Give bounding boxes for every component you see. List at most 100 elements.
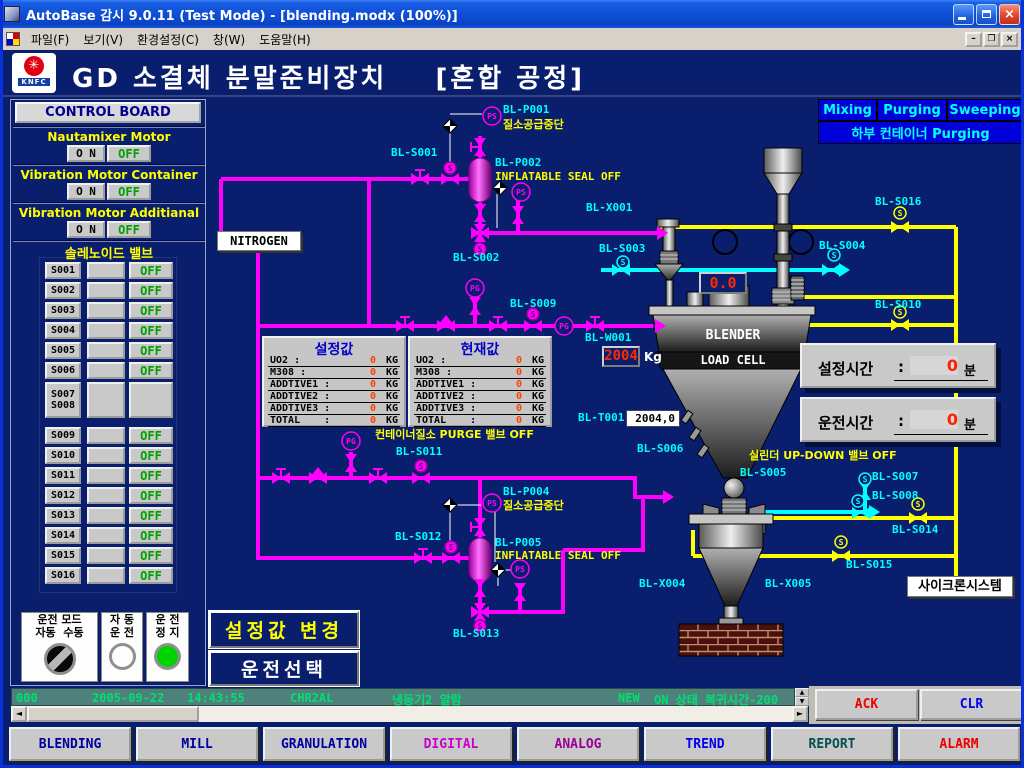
motor-on-button[interactable]: O N bbox=[67, 183, 105, 200]
scrollbar-thumb[interactable] bbox=[27, 706, 199, 722]
solenoid-state-button[interactable]: OFF bbox=[129, 427, 173, 444]
motor-on-button[interactable]: O N bbox=[67, 221, 105, 238]
solenoid-blank-button[interactable] bbox=[87, 342, 125, 359]
solenoid-state-button[interactable]: OFF bbox=[129, 262, 173, 279]
valve[interactable] bbox=[832, 550, 850, 562]
minimize-button[interactable] bbox=[953, 3, 974, 25]
valve[interactable] bbox=[514, 583, 526, 601]
valve[interactable] bbox=[474, 579, 486, 597]
spinner-down-button[interactable]: ▼ bbox=[795, 697, 809, 706]
solenoid-name-button[interactable]: S001 bbox=[45, 262, 81, 279]
white-lamp[interactable] bbox=[108, 643, 136, 670]
solenoid-blank-button[interactable] bbox=[87, 302, 125, 319]
motor-state-button[interactable]: OFF bbox=[107, 145, 151, 162]
valve[interactable] bbox=[369, 468, 387, 484]
spinner-up-button[interactable]: ▲ bbox=[795, 688, 809, 697]
nav-mill[interactable]: MILL bbox=[136, 727, 258, 761]
mdi-close-button[interactable]: × bbox=[1001, 31, 1018, 47]
valve[interactable] bbox=[891, 221, 909, 233]
solenoid-name-button[interactable]: S016 bbox=[45, 567, 81, 584]
menu-item-2[interactable]: 환경설정(C) bbox=[137, 32, 199, 47]
solenoid-name-button[interactable]: S006 bbox=[45, 362, 81, 379]
valve[interactable] bbox=[852, 507, 870, 519]
solenoid-name-button[interactable]: S011 bbox=[45, 467, 81, 484]
solenoid-state-button[interactable]: OFF bbox=[129, 362, 173, 379]
motor-state-button[interactable]: OFF bbox=[107, 183, 151, 200]
solenoid-blank-button[interactable] bbox=[87, 547, 125, 564]
solenoid-blank-button[interactable] bbox=[87, 567, 125, 584]
solenoid-state-button[interactable]: OFF bbox=[129, 527, 173, 544]
nav-alarm[interactable]: ALARM bbox=[898, 727, 1020, 761]
menu-item-3[interactable]: 창(W) bbox=[212, 32, 246, 47]
valve[interactable] bbox=[524, 320, 542, 332]
valve[interactable] bbox=[469, 297, 481, 315]
green-lamp[interactable] bbox=[154, 643, 181, 670]
maximize-button[interactable] bbox=[976, 3, 997, 25]
valve[interactable] bbox=[272, 468, 290, 484]
solenoid-name-button[interactable]: S004 bbox=[45, 322, 81, 339]
solenoid-blank-button[interactable] bbox=[87, 382, 125, 418]
close-button[interactable]: × bbox=[999, 3, 1020, 25]
solenoid-state-button[interactable]: OFF bbox=[129, 467, 173, 484]
nav-trend[interactable]: TREND bbox=[644, 727, 766, 761]
valve[interactable] bbox=[470, 138, 486, 156]
solenoid-name-button[interactable]: S013 bbox=[45, 507, 81, 524]
solenoid-blank-button[interactable] bbox=[87, 467, 125, 484]
solenoid-name-button[interactable]: S003 bbox=[45, 302, 81, 319]
valve[interactable] bbox=[442, 552, 460, 564]
solenoid-state-button[interactable]: OFF bbox=[129, 547, 173, 564]
solenoid-name-button[interactable]: S002 bbox=[45, 282, 81, 299]
valve[interactable] bbox=[489, 316, 507, 332]
solenoid-name-button[interactable]: S015 bbox=[45, 547, 81, 564]
horizontal-scrollbar[interactable]: ◄ ► bbox=[11, 706, 808, 722]
valve[interactable] bbox=[309, 467, 327, 484]
selector-lamp[interactable] bbox=[43, 643, 76, 675]
nav-report[interactable]: REPORT bbox=[771, 727, 893, 761]
valve[interactable] bbox=[512, 206, 524, 224]
nav-analog[interactable]: ANALOG bbox=[517, 727, 639, 761]
solenoid-blank-button[interactable] bbox=[87, 447, 125, 464]
solenoid-state-button[interactable]: OFF bbox=[129, 282, 173, 299]
valve[interactable] bbox=[909, 512, 927, 524]
menu-item-1[interactable]: 보기(V) bbox=[83, 32, 124, 47]
scroll-left-button[interactable]: ◄ bbox=[11, 706, 27, 722]
solenoid-name-button[interactable]: S009 bbox=[45, 427, 81, 444]
solenoid-name-button[interactable]: S005 bbox=[45, 342, 81, 359]
solenoid-state-button[interactable]: OFF bbox=[129, 342, 173, 359]
scroll-right-button[interactable]: ► bbox=[792, 706, 808, 722]
valve[interactable] bbox=[414, 548, 432, 564]
solenoid-blank-button[interactable] bbox=[87, 507, 125, 524]
solenoid-name-button[interactable]: S014 bbox=[45, 527, 81, 544]
valve[interactable] bbox=[612, 264, 630, 276]
valve[interactable] bbox=[441, 173, 459, 185]
nav-granulation[interactable]: GRANULATION bbox=[263, 727, 385, 761]
solenoid-blank-button[interactable] bbox=[87, 262, 125, 279]
solenoid-blank-button[interactable] bbox=[87, 362, 125, 379]
ack-button[interactable]: ACK bbox=[815, 689, 918, 720]
valve[interactable] bbox=[891, 319, 909, 331]
mdi-restore-button[interactable]: ❐ bbox=[983, 31, 1000, 47]
valve[interactable] bbox=[470, 518, 486, 536]
valve[interactable] bbox=[471, 224, 489, 242]
solenoid-state-button[interactable]: OFF bbox=[129, 567, 173, 584]
menu-item-0[interactable]: 파일(F) bbox=[31, 32, 70, 47]
solenoid-blank-button[interactable] bbox=[87, 282, 125, 299]
nav-digital[interactable]: DIGITAL bbox=[390, 727, 512, 761]
solenoid-blank-button[interactable] bbox=[87, 527, 125, 544]
valve[interactable] bbox=[412, 472, 430, 484]
solenoid-name-button[interactable]: S010 bbox=[45, 447, 81, 464]
operation-select-button[interactable]: 운전선택 bbox=[208, 650, 360, 687]
nav-blending[interactable]: BLENDING bbox=[9, 727, 131, 761]
menu-item-4[interactable]: 도움말(H) bbox=[259, 32, 311, 47]
solenoid-blank-button[interactable] bbox=[87, 322, 125, 339]
valve[interactable] bbox=[345, 454, 357, 472]
solenoid-state-button[interactable]: OFF bbox=[129, 322, 173, 339]
motor-on-button[interactable]: O N bbox=[67, 145, 105, 162]
clr-button[interactable]: CLR bbox=[920, 689, 1021, 720]
valve[interactable] bbox=[396, 316, 414, 332]
mdi-minimize-button[interactable]: – bbox=[965, 31, 982, 47]
solenoid-state-button[interactable]: OFF bbox=[129, 507, 173, 524]
motor-state-button[interactable]: OFF bbox=[107, 221, 151, 238]
solenoid-state-button[interactable]: OFF bbox=[129, 487, 173, 504]
solenoid-state-button[interactable]: OFF bbox=[129, 447, 173, 464]
